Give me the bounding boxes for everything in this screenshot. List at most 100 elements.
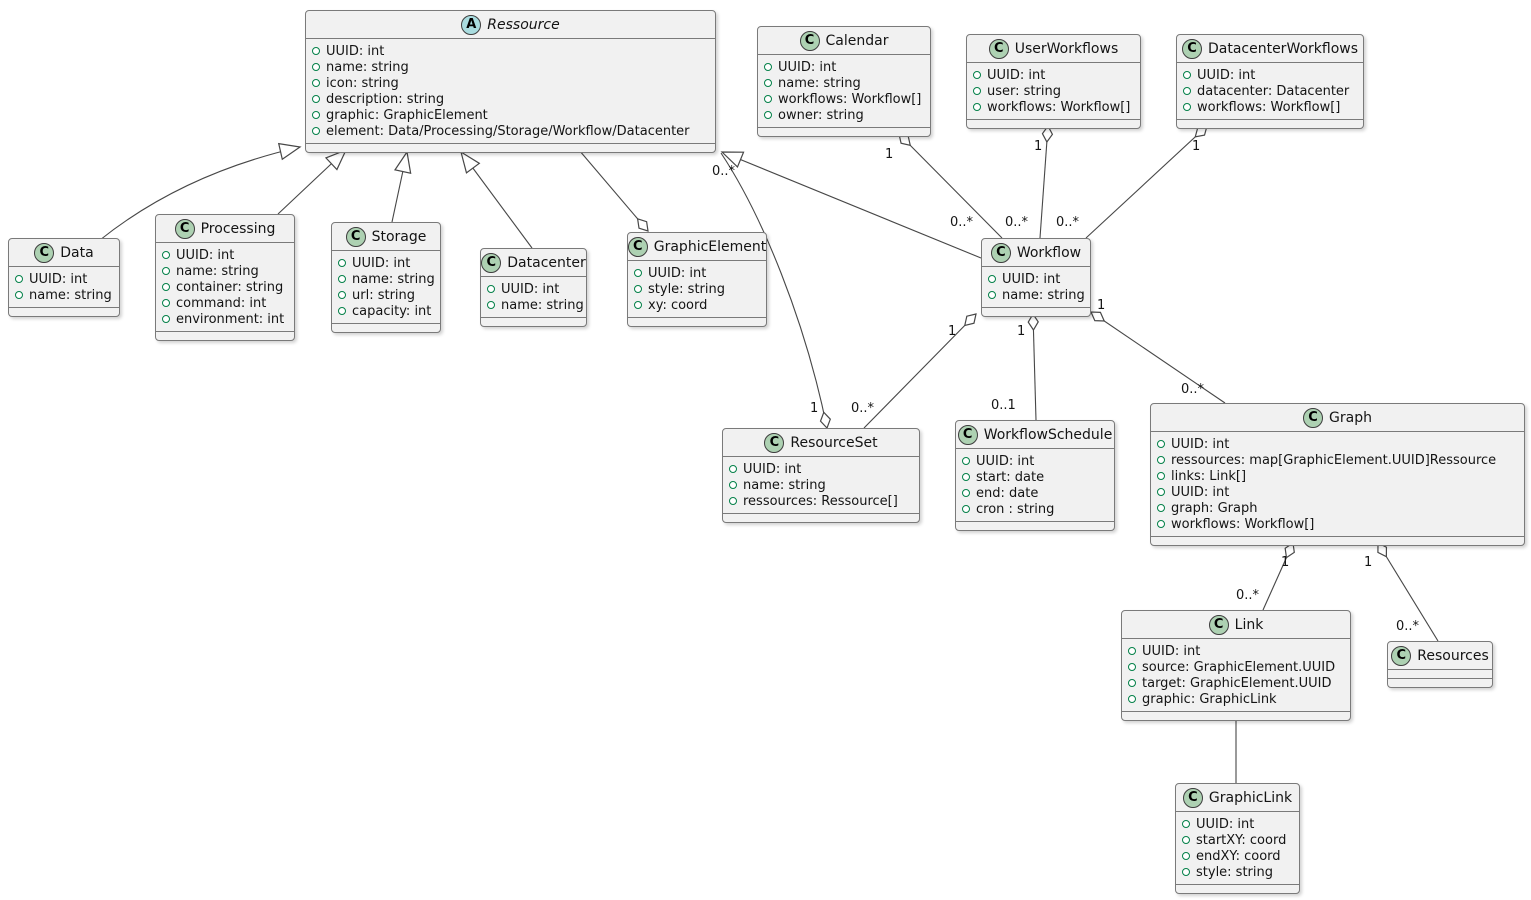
attribute-row: start: date [962, 469, 1108, 485]
attribute-row: workflows: Workflow[] [1157, 516, 1518, 532]
field-visibility-icon [962, 505, 970, 513]
class-icon: C [627, 236, 648, 257]
multiplicity-label: 0..* [1396, 619, 1420, 634]
multiplicity-label: 1 [948, 324, 956, 339]
field-visibility-icon [729, 481, 737, 489]
attribute-row: datacenter: Datacenter [1183, 83, 1357, 99]
field-visibility-icon [312, 47, 320, 55]
attribute-text: name: string [1002, 287, 1085, 303]
field-visibility-icon [1182, 852, 1190, 860]
class-name: Resources [1417, 647, 1489, 664]
attribute-text: graphic: GraphicLink [1142, 691, 1277, 707]
attribute-row: name: string [729, 477, 913, 493]
attribute-text: name: string [501, 297, 584, 313]
methods-compartment [481, 317, 586, 326]
attribute-text: start: date [976, 469, 1045, 485]
field-visibility-icon [1128, 663, 1136, 671]
field-visibility-icon [764, 79, 772, 87]
class-icon: C [481, 252, 502, 273]
class-name: GraphicLink [1208, 789, 1293, 806]
relation-workflow_graph [1090, 311, 1226, 404]
field-visibility-icon [973, 87, 981, 95]
field-visibility-icon [1183, 103, 1191, 111]
attribute-row: element: Data/Processing/Storage/Workflo… [312, 123, 709, 139]
field-visibility-icon [338, 259, 346, 267]
field-visibility-icon [634, 269, 642, 277]
attribute-text: icon: string [326, 75, 399, 91]
attribute-text: name: string [326, 59, 409, 75]
field-visibility-icon [1182, 836, 1190, 844]
field-visibility-icon [1128, 647, 1136, 655]
attribute-row: workflows: Workflow[] [973, 99, 1134, 115]
field-visibility-icon [162, 267, 170, 275]
attribute-row: links: Link[] [1157, 468, 1518, 484]
field-visibility-icon [487, 285, 495, 293]
field-visibility-icon [15, 291, 23, 299]
attribute-row: name: string [338, 271, 435, 287]
attribute-text: UUID: int [976, 453, 1035, 469]
attribute-row: style: string [634, 281, 760, 297]
relation-storage_extends_ressource [391, 150, 412, 223]
field-visibility-icon [764, 63, 772, 71]
class-icon: C [764, 432, 785, 453]
multiplicity-label: 1 [1281, 555, 1289, 570]
attribute-row: UUID: int [1183, 67, 1357, 83]
attribute-row: UUID: int [962, 453, 1108, 469]
multiplicity-label: 1 [1192, 139, 1200, 154]
class-name: Processing [200, 220, 276, 237]
class-icon: C [34, 242, 55, 263]
field-visibility-icon [973, 71, 981, 79]
attribute-row: ressources: map[GraphicElement.UUID]Ress… [1157, 452, 1518, 468]
attribute-row: xy: coord [634, 297, 760, 313]
attribute-row: capacity: int [338, 303, 434, 319]
attribute-row: source: GraphicElement.UUID [1128, 659, 1344, 675]
relation-datacenterworkflows_workflow [1085, 125, 1208, 239]
attribute-row: name: string [312, 59, 709, 75]
field-visibility-icon [162, 251, 170, 259]
attribute-text: workflows: Workflow[] [987, 99, 1131, 115]
field-visibility-icon [1182, 868, 1190, 876]
multiplicity-label: 0..* [851, 401, 875, 416]
multiplicity-label: 0..* [1181, 382, 1205, 397]
attribute-row: environment: int [162, 311, 288, 327]
class-name: Graph [1329, 409, 1372, 426]
field-visibility-icon [1183, 87, 1191, 95]
field-visibility-icon [973, 103, 981, 111]
attribute-row: command: int [162, 295, 288, 311]
field-visibility-icon [1128, 695, 1136, 703]
field-visibility-icon [162, 315, 170, 323]
attribute-text: description: string [326, 91, 445, 107]
attribute-text: container: string [176, 279, 284, 295]
attribute-row: workflows: Workflow[] [764, 91, 924, 107]
relation-graph_resources [1377, 542, 1439, 642]
attribute-text: UUID: int [648, 265, 707, 281]
attribute-text: UUID: int [743, 461, 802, 477]
attribute-row: UUID: int [487, 281, 580, 297]
attribute-row: graphic: GraphicElement [312, 107, 709, 123]
class-name: ResourceSet [790, 434, 878, 451]
multiplicity-label: 0..* [1236, 588, 1260, 603]
field-visibility-icon [962, 473, 970, 481]
attribute-text: cron : string [976, 501, 1055, 517]
class-name: Calendar [825, 32, 889, 49]
relation-resourceset_ressource [720, 152, 831, 430]
methods-compartment [306, 143, 715, 152]
field-visibility-icon [312, 95, 320, 103]
